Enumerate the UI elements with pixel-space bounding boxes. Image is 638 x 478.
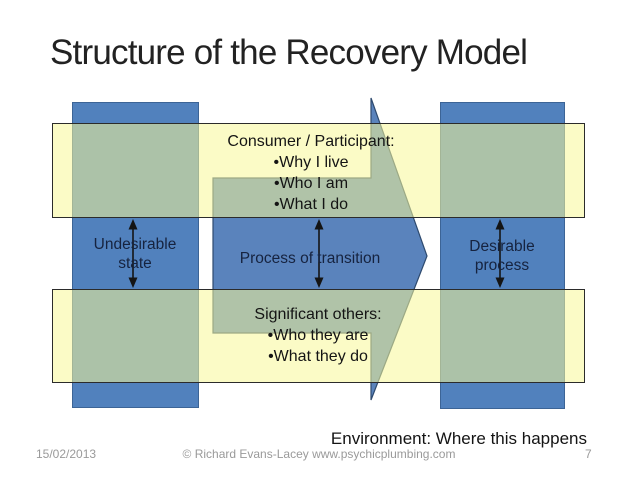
desirable-line1: Desirable — [469, 238, 535, 255]
consumer-bullet: •Who I am — [273, 175, 349, 192]
slide-title: Structure of the Recovery Model — [50, 33, 528, 72]
footer-date: 15/02/2013 — [36, 447, 97, 461]
desirable-line2: process — [474, 257, 530, 274]
consumer-heading: Consumer / Participant: — [227, 133, 395, 150]
significant-bullet: •Who they are — [267, 327, 369, 344]
footer-page-number: 7 — [585, 447, 592, 461]
environment-label: Environment: Where this happens — [330, 429, 587, 448]
double-arrow-undesirable — [128, 219, 138, 288]
undesirable-state-label: Undesirable state — [74, 235, 196, 273]
undesirable-line2: state — [118, 255, 152, 272]
double-arrow-desirable — [495, 219, 505, 288]
footer-copyright: © Richard Evans-Lacey www.psychicplumbin… — [182, 447, 456, 461]
undesirable-line1: Undesirable — [93, 236, 177, 253]
consumer-text-block: Consumer / Participant: •Why I live •Who… — [190, 131, 432, 215]
desirable-process-label: Desirable process — [441, 237, 563, 275]
consumer-bullet: •Why I live — [273, 154, 349, 171]
process-of-transition-label: Process of transition — [239, 250, 381, 267]
double-arrow-process — [314, 219, 324, 288]
consumer-band-shape — [52, 123, 585, 218]
significant-heading: Significant others: — [254, 306, 382, 323]
significant-text-block: Significant others: •Who they are •What … — [197, 304, 439, 367]
significant-bullet: •What they do — [268, 348, 368, 365]
consumer-bullet: •What I do — [273, 196, 349, 213]
significant-band-shape — [52, 289, 585, 383]
